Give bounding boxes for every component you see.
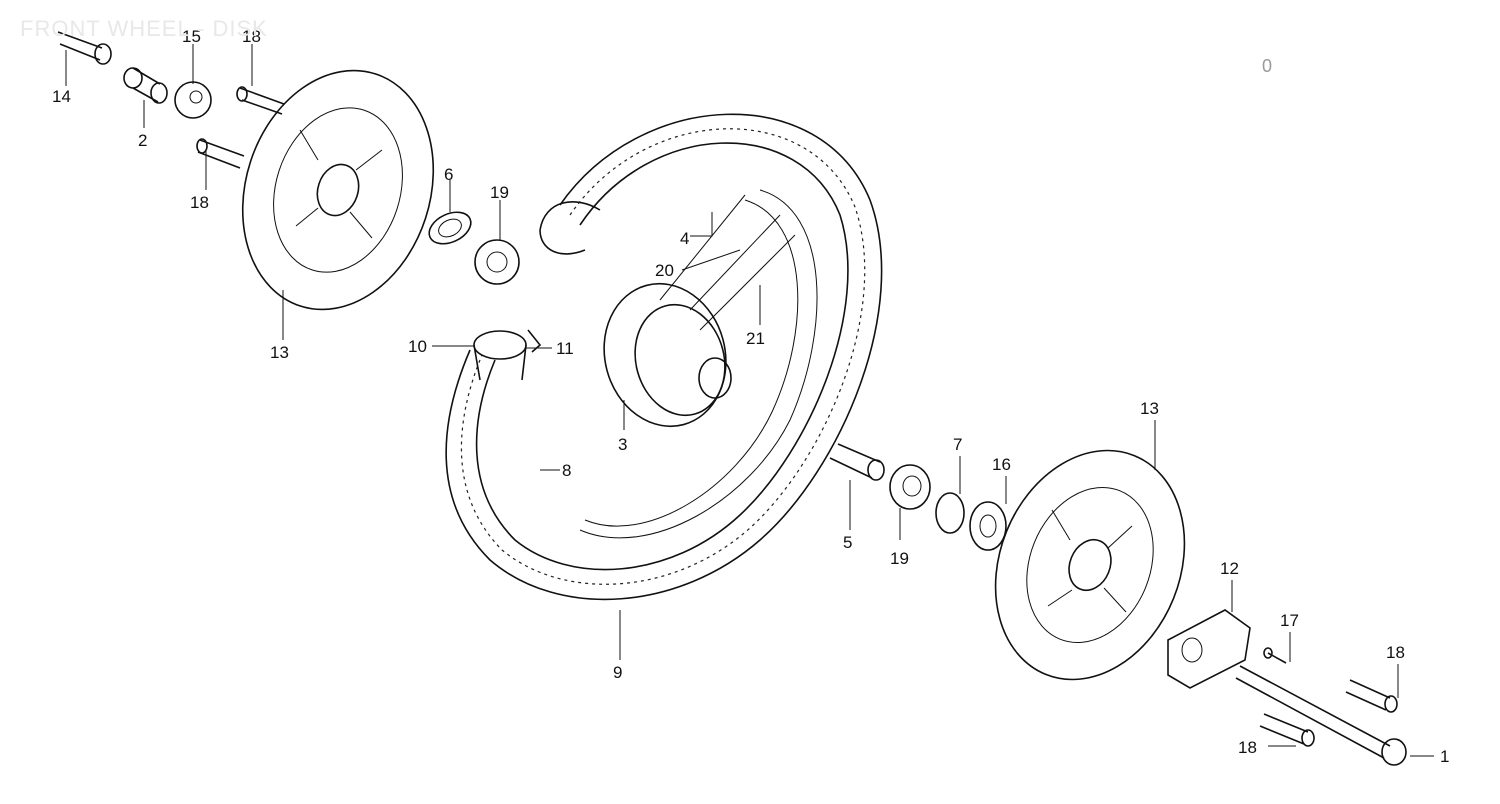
callout-20: 20	[655, 261, 674, 280]
washer-17	[1263, 647, 1287, 664]
callout-5: 5	[843, 533, 852, 552]
callout-8: 8	[562, 461, 571, 480]
dust-seal-16	[969, 501, 1007, 551]
diagram-title: FRONT WHEEL - DISK	[20, 16, 268, 41]
callout-1: 1	[1440, 747, 1449, 766]
axle-holder-12	[1167, 609, 1251, 689]
callout-labels: 14 2 15 18 18 13 6 19 4 20 21 10 11 3 8 …	[52, 27, 1449, 766]
callout-3: 3	[618, 435, 627, 454]
front-axle-1	[1235, 665, 1407, 766]
callout-18a: 18	[242, 27, 261, 46]
callout-19a: 19	[490, 183, 509, 202]
callout-12: 12	[1220, 559, 1239, 578]
dust-seal-6	[428, 211, 472, 245]
leader-lines	[65, 44, 1434, 757]
callout-21: 21	[746, 329, 765, 348]
callout-17: 17	[1280, 611, 1299, 630]
callout-18d: 18	[1238, 738, 1257, 757]
inner-rim	[579, 189, 818, 539]
callout-2: 2	[138, 131, 147, 150]
bearing-19-right	[889, 464, 931, 510]
callout-4: 4	[680, 229, 689, 248]
brake-disc-right	[994, 449, 1186, 681]
corner-mark: 0	[1262, 56, 1273, 76]
axle-nut-14	[57, 31, 112, 65]
bearing-19-left	[474, 239, 520, 285]
callout-9: 9	[613, 663, 622, 682]
front-tire	[445, 113, 883, 601]
callout-14: 14	[52, 87, 71, 106]
callout-10: 10	[408, 337, 427, 356]
tube-valve	[473, 329, 542, 381]
callout-11: 11	[556, 339, 574, 358]
callout-13b: 13	[1140, 399, 1159, 418]
bolt-18-upper	[236, 86, 285, 115]
callout-13a: 13	[270, 343, 289, 362]
wheel-hub	[603, 194, 796, 428]
bolt-18-lower	[196, 138, 245, 169]
gear-box-15	[174, 81, 212, 119]
bolt-18-right-upper	[1345, 679, 1398, 713]
retainer-7	[935, 492, 965, 534]
callout-19b: 19	[890, 549, 909, 568]
callout-6: 6	[444, 165, 453, 184]
brake-disc-left	[241, 69, 435, 311]
callout-7: 7	[953, 435, 962, 454]
callout-16: 16	[992, 455, 1011, 474]
bolt-18-right-lower	[1259, 713, 1315, 747]
callout-18b: 18	[190, 193, 209, 212]
spacer-5	[829, 443, 885, 481]
callout-15: 15	[182, 27, 201, 46]
distance-collar-2	[123, 67, 168, 104]
callout-18c: 18	[1386, 643, 1405, 662]
